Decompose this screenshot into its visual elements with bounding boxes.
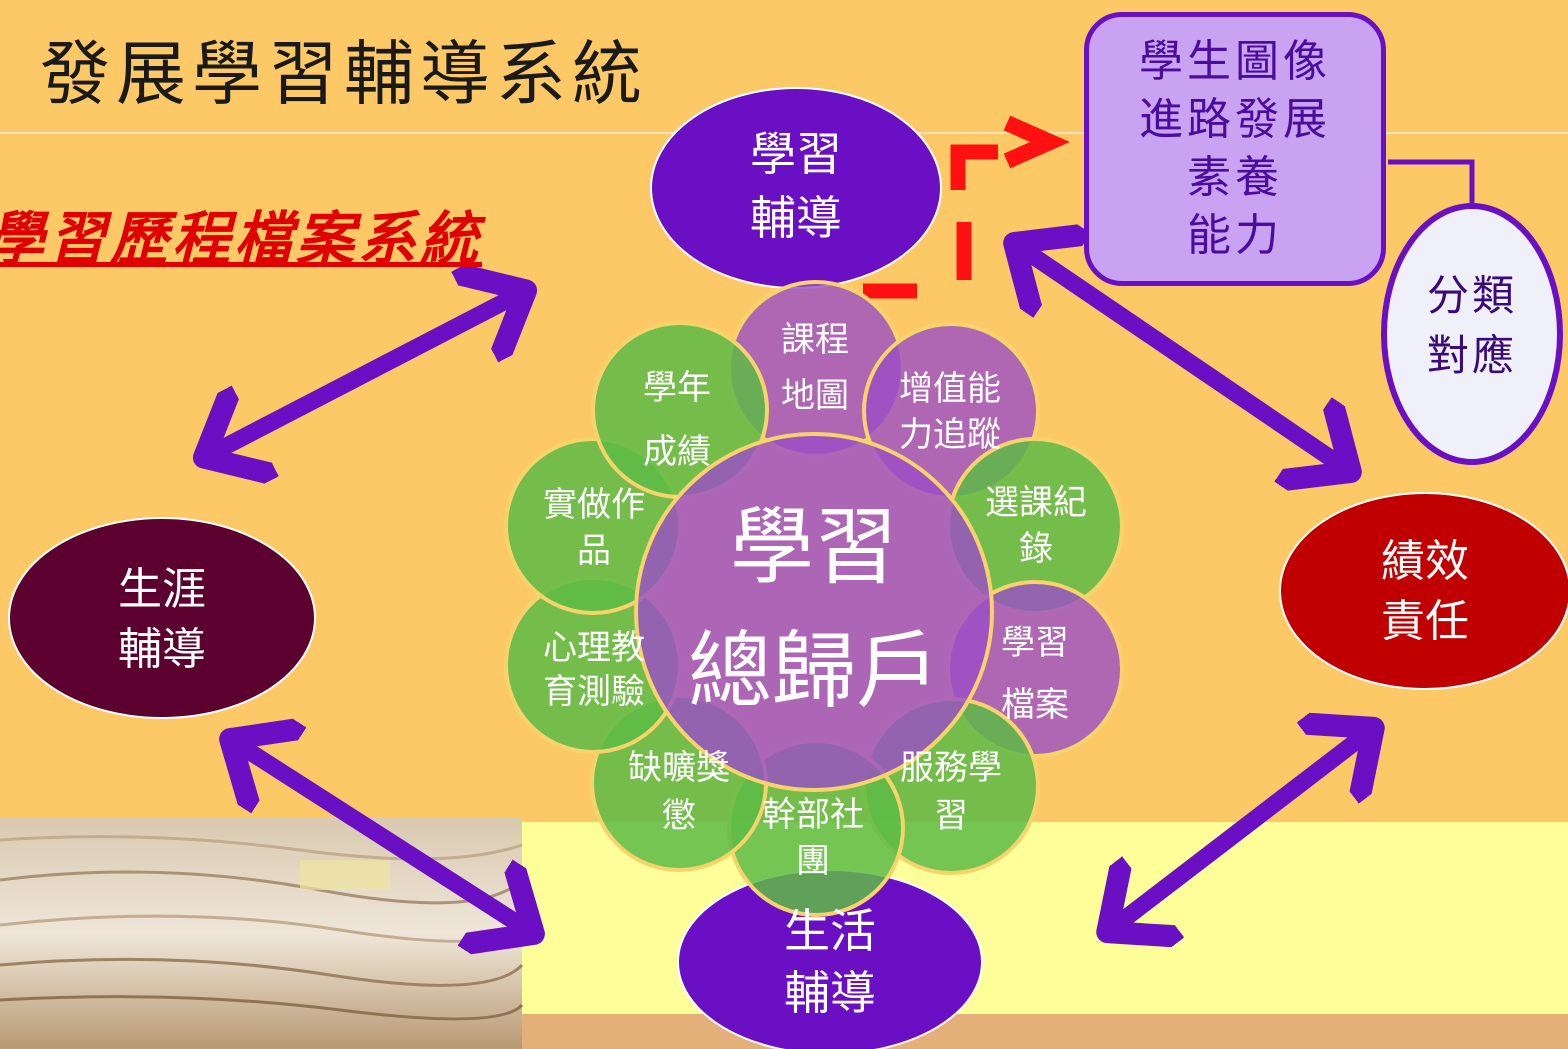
petal-service-label: 服務學 習 <box>900 748 1002 836</box>
portrait-line: 能力 <box>1187 210 1283 261</box>
petal-grades-label: 學年 成績 <box>643 368 711 472</box>
portrait-line: 素養 <box>1187 152 1283 203</box>
arrow-life-performance <box>1110 730 1371 930</box>
paper-stack-image <box>0 818 524 1049</box>
portrait-line: 進路發展 <box>1139 94 1331 145</box>
petal-cadre-label: 幹部社 團 <box>762 795 864 881</box>
classify-connector <box>1388 159 1475 210</box>
arrow-subtitle-career <box>207 292 523 456</box>
center-circle <box>634 432 994 792</box>
petal-attendance-label: 缺曠獎 懲 <box>628 748 730 836</box>
petal-course-record-label: 選課紀 錄 <box>985 483 1087 569</box>
performance-oval <box>1279 492 1568 690</box>
petal-portfolio-label: 學習 檔案 <box>1001 623 1069 725</box>
life-label: 生活 輔導 <box>784 904 876 1020</box>
page-title: 發展學習輔導系統 <box>40 33 648 115</box>
dashed-arrow-to-portrait <box>863 115 1070 299</box>
petal-works-label: 實做作 品 <box>543 485 645 571</box>
center-label: 學習 總歸戶 <box>687 498 940 720</box>
arrow-learning-performance <box>1017 245 1348 470</box>
classify-label: 分類 對應 <box>1426 271 1517 380</box>
career-label: 生涯 輔導 <box>118 564 206 675</box>
arrow-career-life <box>233 741 531 932</box>
subtitle-link[interactable]: 學習歷程檔案系統 <box>0 205 483 273</box>
learning-label: 學習 輔導 <box>750 127 842 245</box>
student-portrait-box: 學生圖像 進路發展 素養 能力 <box>1084 12 1386 286</box>
portrait-line: 學生圖像 <box>1139 36 1331 87</box>
petal-value-add-label: 增值能 力追蹤 <box>899 369 1001 455</box>
career-oval <box>8 517 316 719</box>
classify-oval <box>1381 203 1563 465</box>
petal-course-map-label: 課程 地圖 <box>781 320 849 416</box>
performance-label: 績效 責任 <box>1381 536 1469 647</box>
petal-psych-test-label: 心理教 育測驗 <box>543 628 645 712</box>
